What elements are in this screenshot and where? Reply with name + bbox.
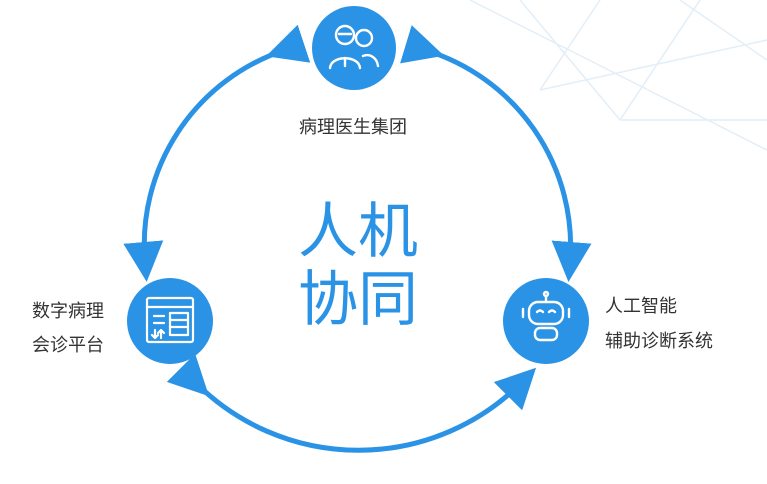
arrow-top-to-left (123, 24, 311, 282)
arrow-top-to-right (400, 25, 592, 282)
background-network-lines (469, 0, 767, 151)
node-pathologist-group: 病理医生集团 (299, 6, 407, 138)
node-label-ai-line2: 辅助诊断系统 (605, 331, 713, 352)
node-label-platform-line2: 会诊平台 (32, 335, 104, 356)
node-label-platform-line1: 数字病理 (32, 301, 104, 322)
center-text-line1: 人机 (298, 197, 418, 267)
center-text-line2: 协同 (298, 265, 418, 335)
arrow-left-to-right (166, 353, 537, 453)
node-digital-pathology-platform: 数字病理 会诊平台 (32, 278, 213, 364)
node-label-pathologist-group: 病理医生集团 (299, 117, 407, 138)
pathologist-group-icon (328, 24, 380, 70)
robot-icon (521, 290, 571, 342)
node-ai-diagnosis-system: 人工智能 辅助诊断系统 (503, 278, 713, 364)
platform-screen-icon (145, 296, 195, 344)
node-label-ai-line1: 人工智能 (605, 296, 677, 317)
